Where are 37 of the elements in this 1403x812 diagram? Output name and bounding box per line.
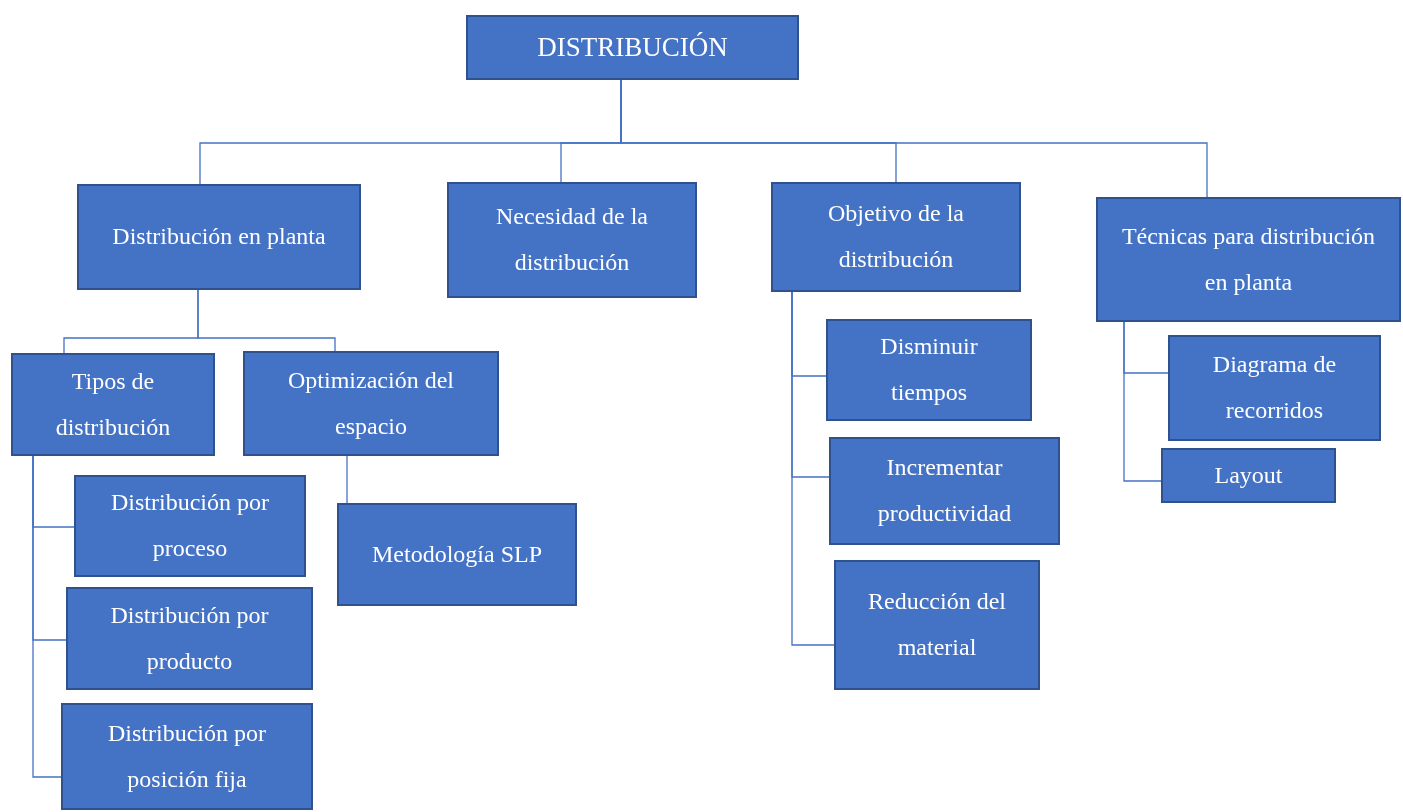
connector-line: [346, 455, 348, 504]
concept-box: [826, 319, 1032, 421]
concept-box: [829, 437, 1060, 545]
box-label: Disminuir tiempos: [879, 332, 979, 407]
concept-box: [74, 475, 306, 577]
box-label: DISTRIBUCIÓN: [537, 30, 728, 64]
connector-line: [1123, 321, 1162, 482]
box-label: Distribución en planta: [112, 222, 326, 252]
box-label: Diagrama de recorridos: [1211, 350, 1338, 425]
connector-line: [791, 291, 835, 646]
box-label: Distribución por proceso: [110, 488, 270, 563]
concept-box: [337, 503, 577, 606]
concept-box: [1168, 335, 1381, 441]
box-label: Objetivo de la distribución: [827, 199, 965, 274]
concept-box: [77, 184, 361, 290]
concept-box: [1161, 448, 1336, 503]
box-label: Distribución por posición fija: [107, 718, 267, 794]
concept-box: [1096, 197, 1401, 322]
box-label: Tipos de distribución: [54, 366, 172, 442]
box-label: Necesidad de la distribución: [495, 202, 649, 277]
connector-line: [32, 455, 62, 778]
box-label: Distribución por producto: [109, 600, 270, 676]
concept-box: [11, 353, 215, 456]
concept-box: [61, 703, 313, 810]
concept-box: [66, 587, 313, 690]
box-label: Layout: [1214, 460, 1283, 490]
box-label: Metodología SLP: [372, 539, 542, 569]
concept-box: [243, 351, 499, 456]
concept-box: [466, 15, 799, 80]
box-label: Incrementar productividad: [876, 453, 1013, 528]
box-label: Reducción del material: [867, 587, 1007, 662]
box-label: Optimización del espacio: [287, 365, 455, 441]
connector-line: [197, 289, 336, 352]
box-label: Técnicas para distribución en planta: [1120, 221, 1377, 297]
concept-box: [771, 182, 1021, 292]
concept-box: [447, 182, 697, 298]
concept-box: [834, 560, 1040, 690]
